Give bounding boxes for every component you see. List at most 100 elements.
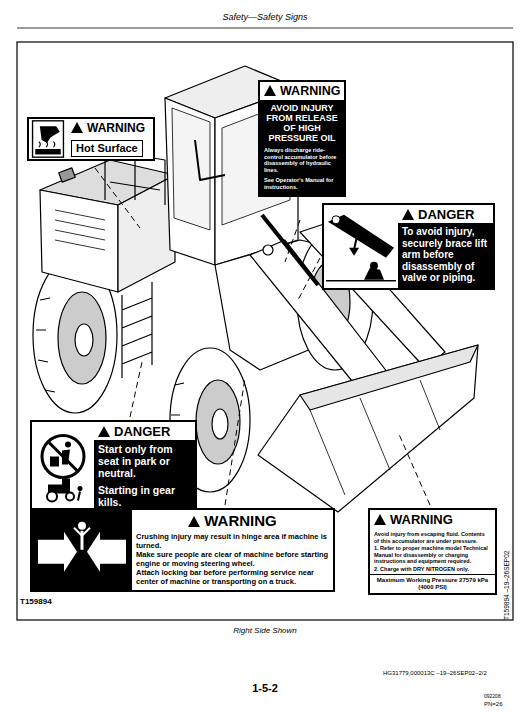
hinge-crush-pictogram — [32, 510, 132, 590]
sign-text-group: AVOID INJURY FROM RELEASE OF HIGH PRESSU… — [260, 100, 344, 195]
sign-text-area: WARNINGAVOID INJURY FROM RELEASE OF HIGH… — [260, 82, 344, 195]
illustration-part — [285, 220, 300, 262]
warning-sign: WARNINGAVOID INJURY FROM RELEASE OF HIGH… — [258, 80, 346, 197]
sign-pictogram-cell — [324, 205, 398, 288]
sign-message: Start only from seat in park or neutral. — [98, 443, 191, 479]
illustration-part — [47, 492, 57, 502]
illustration-part — [212, 409, 228, 439]
sign-message: Starting in gear kills. — [98, 484, 191, 508]
sign-signal-word: DANGER — [402, 207, 489, 222]
sign-pictogram-cell — [32, 510, 132, 590]
illustration-part — [87, 532, 126, 572]
sign-text-area: WARNING Avoid injury from escaping fluid.… — [370, 510, 495, 593]
danger-sign: DANGERStart only from seat in park or ne… — [30, 420, 197, 514]
sign-text-area: DANGERStart only from seat in park or ne… — [94, 422, 195, 512]
page-number: 1-5-2 — [0, 682, 530, 694]
illustration-part — [38, 532, 77, 572]
illustration-part — [326, 280, 396, 282]
illustration-part — [328, 215, 394, 258]
illustration-part — [35, 149, 60, 154]
sign-text-area: WARNING Crushing injury may result in hin… — [132, 510, 333, 590]
sign-message: Make sure people are clear of machine be… — [136, 551, 329, 568]
document-reference: HG31779,000013C –19–26SEP02–2/2 — [383, 670, 487, 676]
page-header: Safety—Safety Signs — [0, 12, 530, 22]
illustration-part — [349, 248, 359, 256]
sign-text-group: WARNING — [370, 510, 495, 528]
illustration-part — [33, 121, 64, 157]
figure-number: T159894 — [20, 597, 52, 606]
warning-sign: WARNING Crushing injury may result in hin… — [30, 508, 335, 592]
danger-sign: DANGER To avoid injury, securely brace li… — [322, 203, 495, 290]
illustration-part — [95, 168, 140, 228]
warning-sign: WARNINGHot Surface — [27, 117, 155, 161]
illustration-part — [225, 378, 245, 505]
sign-signal-word: WARNING — [71, 121, 149, 136]
sign-pictogram-cell — [29, 119, 67, 159]
sign-message: To avoid injury, securely brace lift arm… — [402, 226, 489, 284]
sign-instruction: Always discharge ride-control accumulato… — [264, 147, 340, 173]
illustration-part — [258, 345, 478, 512]
sign-message: Attach locking bar before performing ser… — [136, 569, 329, 586]
illustration-part — [59, 168, 76, 182]
illustration-part — [118, 175, 175, 292]
illustration-part — [40, 190, 118, 292]
illustration-part — [310, 380, 440, 495]
sign-signal-word: WARNING — [374, 512, 491, 527]
sign-signal-word: WARNING — [264, 84, 340, 99]
illustration-part — [42, 436, 84, 478]
sign-text-group: DANGER — [398, 205, 493, 223]
illustration-part — [66, 493, 74, 501]
start-prohibition-pictogram — [32, 422, 94, 512]
date-code: 092208 — [484, 693, 501, 699]
illustration-part — [50, 457, 59, 467]
illustration-part — [332, 216, 340, 224]
illustration-part — [32, 516, 132, 584]
illustration-part — [172, 108, 210, 230]
figure-code: T159894 –19–26SEP02 — [503, 551, 510, 620]
illustration-part — [75, 324, 93, 356]
illustration-part — [110, 182, 160, 190]
lift-arm-pictogram — [324, 205, 398, 288]
illustration-part — [48, 442, 78, 472]
illustration-part — [36, 298, 55, 392]
header-rule — [17, 28, 513, 29]
illustration-part — [65, 442, 71, 448]
sign-text-group: DANGER — [94, 422, 195, 440]
sign-text-group: To avoid injury, securely brace lift arm… — [398, 223, 493, 288]
illustration-part — [398, 432, 430, 505]
sign-text-group: Crushing injury may result in hinge area… — [132, 531, 333, 590]
illustration-part — [298, 258, 320, 300]
figure-caption: Right Side Shown — [0, 626, 530, 635]
sign-text-area: DANGER To avoid injury, securely brace li… — [398, 205, 493, 288]
illustration-part — [58, 292, 106, 384]
sign-text-area: WARNINGHot Surface — [67, 119, 153, 159]
hot-surface-pictogram — [29, 119, 67, 159]
illustration-part — [78, 492, 80, 501]
illustration-part — [40, 126, 60, 142]
illustration-part — [262, 215, 318, 285]
illustration-part — [62, 479, 70, 486]
page-code: PN=26 — [484, 701, 503, 707]
sign-text-group: Start only from seat in park or neutral.… — [94, 440, 195, 512]
warning-sign: WARNING Avoid injury from escaping fluid.… — [368, 508, 497, 595]
illustration-part — [74, 528, 82, 536]
illustration-part — [39, 142, 55, 147]
illustration-part — [130, 362, 142, 417]
pressure-rating: Maximum Working Pressure 27579 kPa (4000… — [373, 577, 492, 591]
sign-signal-word: WARNING — [136, 512, 329, 530]
sign-message: Crushing injury may result in hinge area… — [136, 533, 329, 550]
illustration-part — [165, 98, 215, 265]
sign-instruction: See Operator's Manual for instructions. — [264, 177, 340, 190]
sign-text-group: WARNING — [260, 82, 344, 100]
illustration-part — [122, 282, 152, 378]
sign-text-group: WARNING — [132, 510, 333, 531]
sign-text-group: Avoid injury from escaping fluid. Conten… — [370, 528, 495, 574]
illustration-part — [263, 245, 273, 255]
sign-instruction: 1. Refer to proper machine model Technic… — [374, 545, 491, 565]
illustration-part — [82, 528, 90, 536]
sign-signal-word: DANGER — [98, 424, 191, 439]
illustration-part — [195, 140, 225, 180]
sign-pictogram-cell — [32, 422, 94, 512]
sign-message: Avoid injury from escaping fluid. Conten… — [374, 531, 491, 544]
